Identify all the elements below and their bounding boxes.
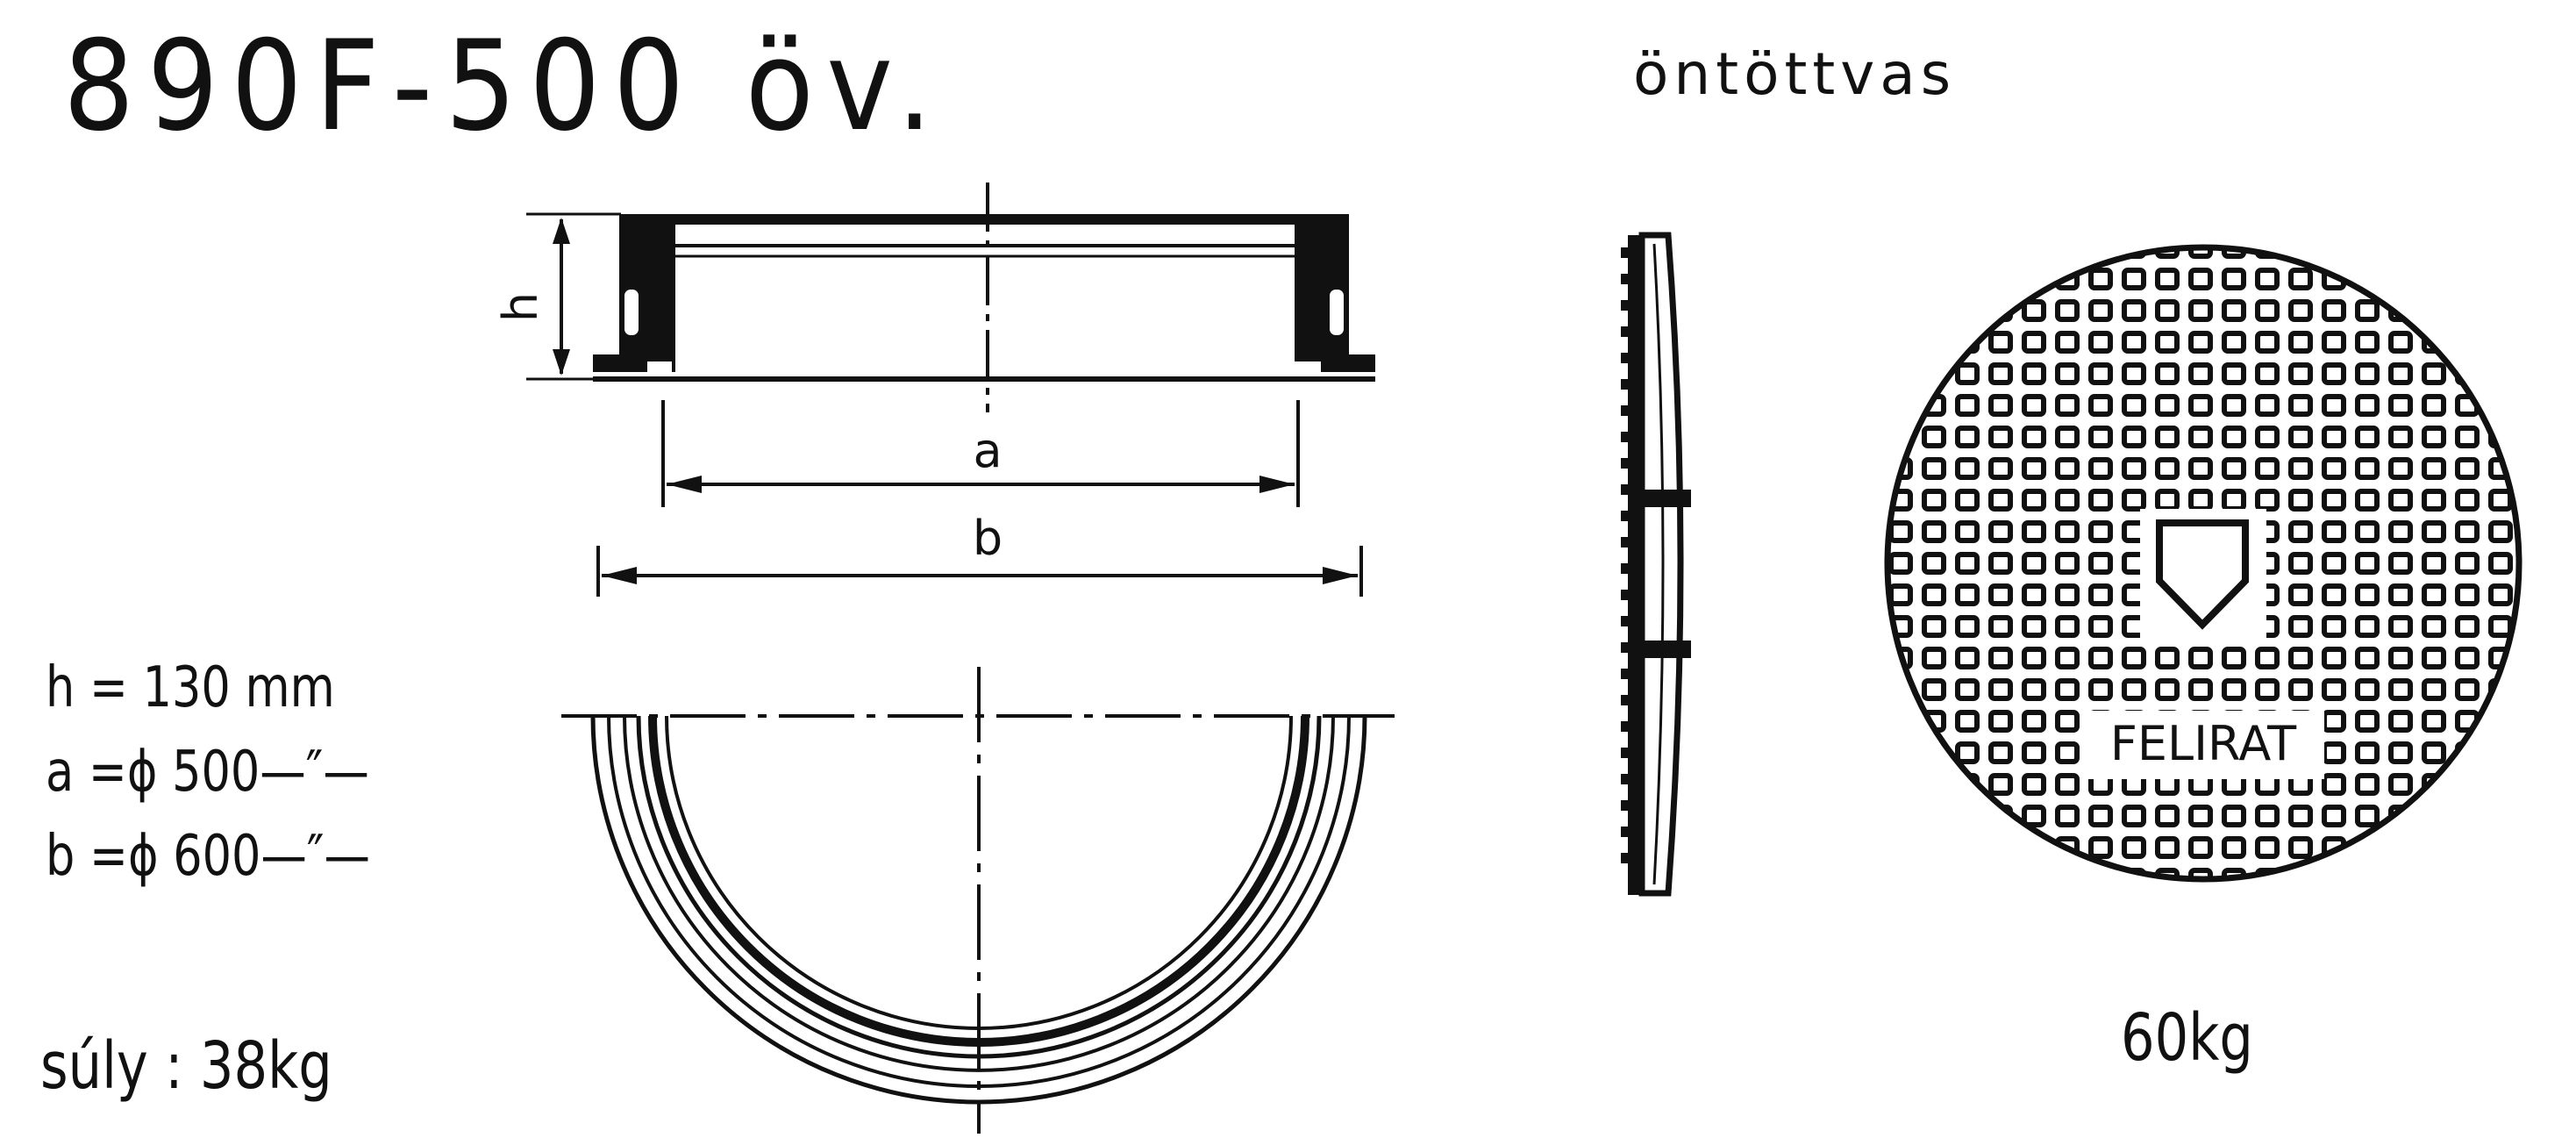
- lid-outline: [1884, 244, 2522, 883]
- frame-weight: súly : 38kg: [40, 1028, 332, 1104]
- dimension-b: b =ϕ 600—″—: [46, 824, 370, 889]
- material-label: öntöttvas: [1633, 40, 1957, 108]
- lid-inscription: FELIRAT: [2110, 716, 2297, 771]
- lid-top-view: FELIRAT: [1884, 244, 2522, 883]
- dimension-a: a =ϕ 500—″—: [46, 740, 369, 805]
- label-h: h: [493, 292, 548, 322]
- lid-side-section: [1621, 232, 1691, 897]
- frame-plan-half-view: [561, 667, 1395, 1134]
- dimension-h: h = 130 mm: [46, 655, 335, 720]
- drawing-title: 890F-500 öv.: [63, 14, 945, 159]
- label-a: a: [973, 423, 1002, 478]
- lid-weight: 60kg: [2121, 1000, 2253, 1076]
- label-b: b: [973, 511, 1003, 566]
- frame-section-view: h a b: [493, 183, 1375, 597]
